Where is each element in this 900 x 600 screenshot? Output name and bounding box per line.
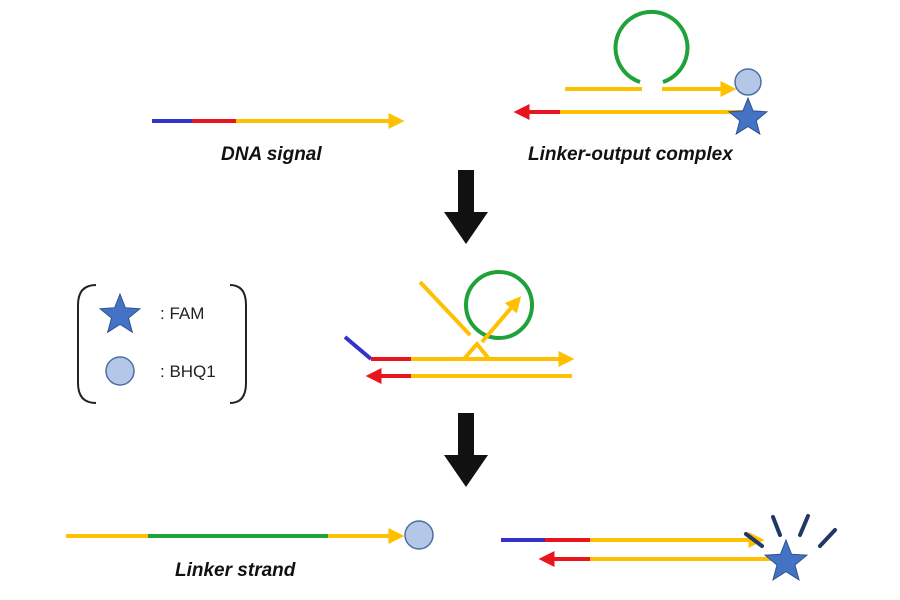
released-fam-star-icon [763,538,809,582]
displacement-complex [343,270,575,384]
legend-circle-icon [105,356,135,386]
displaced-strand-to-loop [480,296,522,344]
linker-output-complex-label: Linker-output complex [528,144,733,165]
legend-fam-label: : FAM [160,304,205,323]
signal-blue-segment [343,335,373,361]
legend-right-paren [229,284,247,404]
linker-strand [66,520,434,550]
complex-green-loop [613,9,690,84]
linker-strand-label: Linker strand [175,560,296,581]
displaced-green-loop [464,270,534,340]
strand-junction [462,340,491,361]
legend-bracket [77,284,247,404]
legend-star-icon [98,292,142,334]
linker-output-complex [513,9,769,136]
legend-left-paren [77,284,97,404]
fluorescent-output-duplex [501,514,837,582]
burst-lines-icon [744,514,837,548]
bhq1-circle-icon [734,68,762,96]
down-arrow-icon [444,170,488,244]
fam-star-icon [727,96,769,136]
displaced-strand-upper-left [418,280,472,337]
down-arrow-icon [444,413,488,487]
dna-signal-label: DNA signal [221,144,322,165]
legend-bhq1-label: : BHQ1 [160,362,216,381]
linker-bhq1-circle-icon [404,520,434,550]
